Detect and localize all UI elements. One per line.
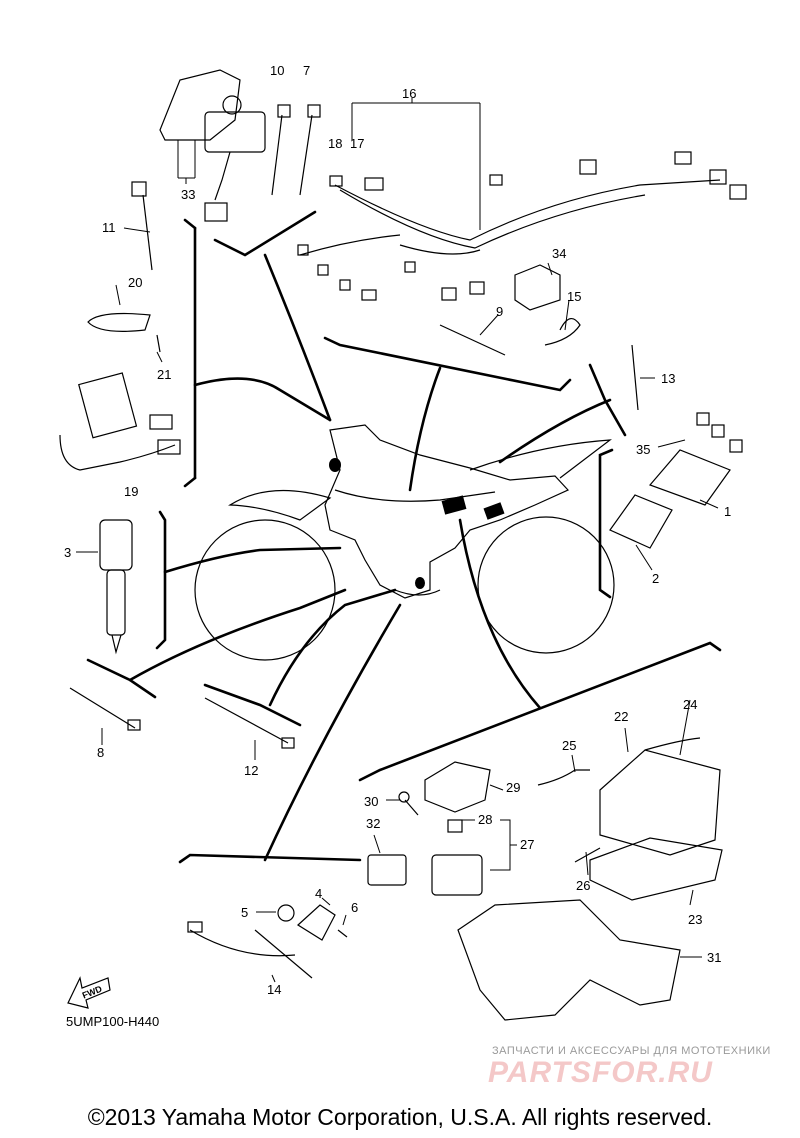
copyright-notice: ©2013 Yamaha Motor Corporation, U.S.A. A…	[87, 1104, 713, 1130]
leader-lines	[76, 98, 719, 983]
diagram-code: 5UMP100-H440	[66, 1014, 160, 1029]
callout-15: 15	[567, 289, 581, 304]
callout-29: 29	[506, 780, 520, 795]
callout-32: 32	[366, 816, 380, 831]
callout-12: 12	[244, 763, 258, 778]
callout-11: 11	[102, 220, 116, 235]
callout-25: 25	[562, 738, 576, 753]
callout-9: 9	[496, 304, 503, 319]
callout-14: 14	[267, 982, 281, 997]
callout-19: 19	[124, 484, 138, 499]
callout-27: 27	[520, 837, 534, 852]
callout-26: 26	[576, 878, 590, 893]
callout-2: 2	[652, 571, 659, 586]
callout-30: 30	[364, 794, 378, 809]
watermark-caption: ЗАПЧАСТИ И АКСЕССУАРЫ ДЛЯ МОТОТЕХНИКИ	[492, 1045, 771, 1057]
fwd-arrow-icon	[67, 976, 111, 1009]
callout-24: 24	[683, 697, 697, 712]
callout-22: 22	[614, 709, 628, 724]
callout-34: 34	[552, 246, 566, 261]
callout-3: 3	[64, 545, 71, 560]
callout-21: 21	[157, 367, 171, 382]
callout-23: 23	[688, 912, 702, 927]
callout-18: 18	[328, 136, 342, 151]
callout-31: 31	[707, 950, 721, 965]
fwd-label: FWD	[81, 983, 104, 1000]
watermark-logo: PARTSFOR.RU	[488, 1056, 713, 1089]
motorcycle-outline	[194, 424, 615, 661]
callout-6: 6	[351, 900, 358, 915]
part-sketches	[59, 69, 747, 1021]
callout-8: 8	[97, 745, 104, 760]
callout-17: 17	[350, 136, 364, 151]
callout-4: 4	[315, 886, 322, 901]
callout-13: 13	[661, 371, 675, 386]
callout-5: 5	[241, 905, 248, 920]
group-lines	[86, 210, 722, 864]
callout-33: 33	[181, 187, 195, 202]
callout-labels: 1 2 3 4 5 6 7 8 9 10 11 12 13 14 15 16 1…	[64, 63, 731, 1001]
callout-16: 16	[402, 86, 416, 101]
callout-10: 10	[270, 63, 284, 78]
callout-20: 20	[128, 275, 142, 290]
callout-7: 7	[303, 63, 310, 78]
callout-1: 1	[724, 504, 731, 519]
callout-28: 28	[478, 812, 492, 827]
callout-35: 35	[636, 442, 650, 457]
